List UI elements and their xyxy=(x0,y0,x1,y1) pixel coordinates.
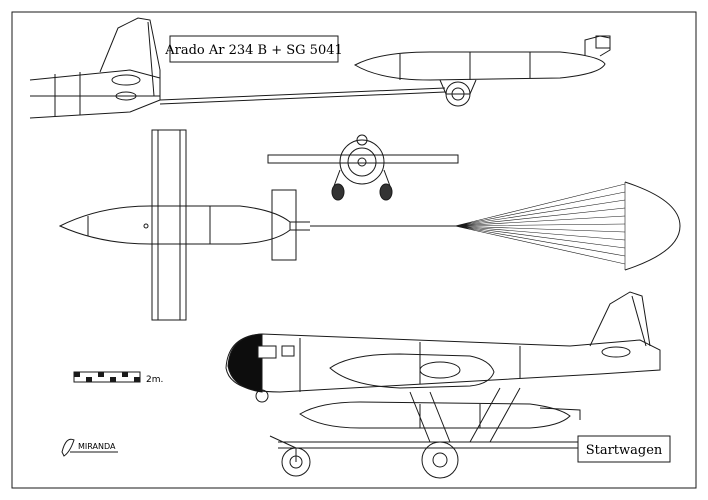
aircraft-rear-fuselage xyxy=(29,69,161,119)
tow-bar xyxy=(159,87,446,101)
title-text: Arado Ar 234 B + SG 5041 xyxy=(164,43,343,58)
sheet-frame xyxy=(11,11,697,489)
signature-text: MIRANDA xyxy=(78,442,116,451)
aircraft-on-startwagen xyxy=(225,291,661,479)
ar234-engine-nacelle xyxy=(329,353,495,389)
parachute-shroud-lines xyxy=(454,183,626,265)
ar234-canopy-nose xyxy=(227,333,263,393)
front-fuselage xyxy=(339,139,385,185)
plan-tail xyxy=(271,189,297,261)
startwagen-text: Startwagen xyxy=(586,443,663,458)
aircraft-tail-fin xyxy=(99,17,161,78)
trolley-rear-wheel xyxy=(421,441,459,479)
ar234-fuselage xyxy=(225,333,661,393)
plan-view-drop-tank xyxy=(58,129,681,321)
side-view-tow-assembly xyxy=(29,17,611,119)
scale-bar-label: 2m. xyxy=(146,375,163,385)
belly-bomb xyxy=(299,401,571,429)
plan-wing xyxy=(151,129,187,321)
front-view xyxy=(267,134,459,201)
drop-tank-tail xyxy=(584,35,611,57)
sg5041-drop-tank-side xyxy=(353,51,606,81)
startwagen-box: Startwagen xyxy=(577,435,671,463)
front-wing xyxy=(267,154,459,164)
plan-body xyxy=(58,205,291,245)
title-box: Arado Ar 234 B + SG 5041 xyxy=(164,35,343,63)
scale-bar: 2m. xyxy=(73,371,163,385)
signature-logo: MIRANDA xyxy=(61,438,118,457)
parachute-canopy xyxy=(624,181,681,271)
ar234-tail-fin xyxy=(589,291,651,347)
